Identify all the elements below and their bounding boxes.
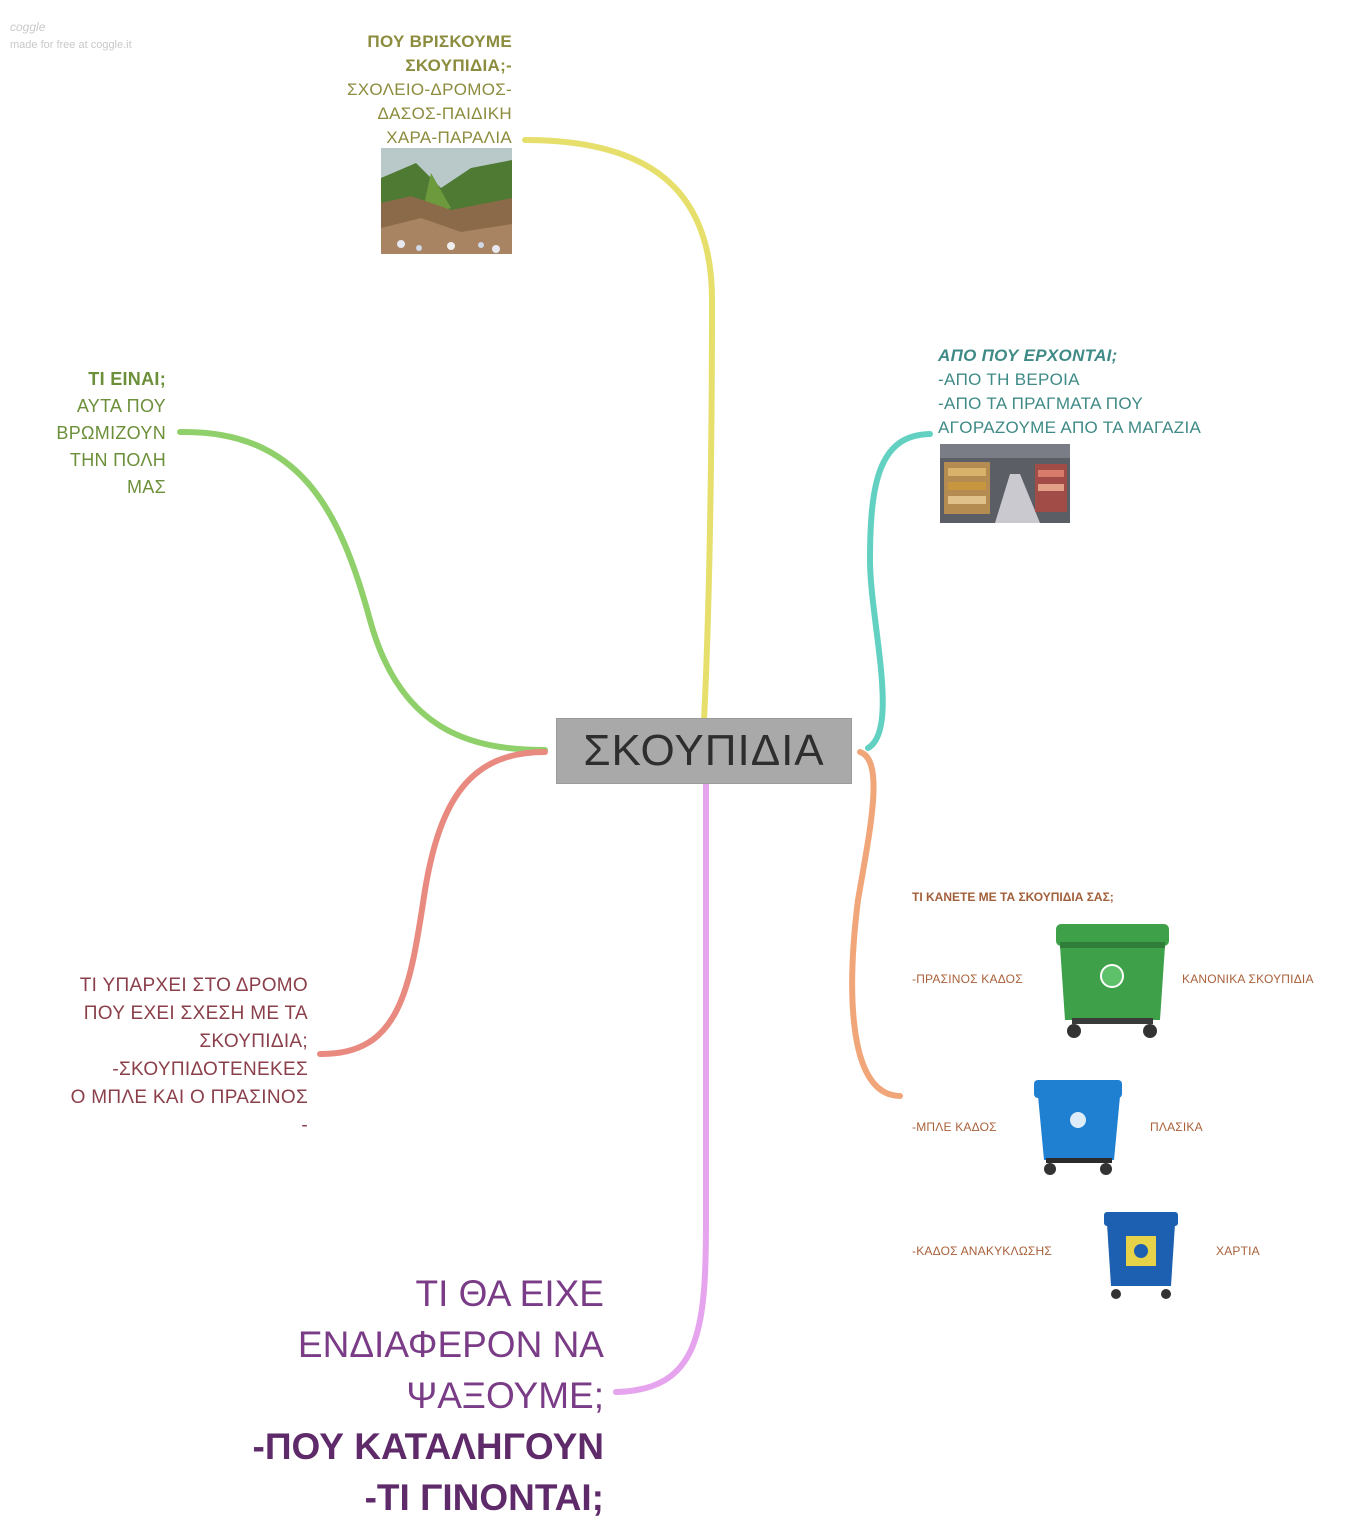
- node-line: ΨΑΞΟΥΜΕ;: [406, 1375, 604, 1416]
- node-what-to-research[interactable]: ΤΙ ΘΑ ΕΙΧΕ ΕΝΔΙΑΦΕΡΟΝ ΝΑ ΨΑΞΟΥΜΕ; -ΠΟΥ Κ…: [190, 1268, 604, 1523]
- node-what-exists-on-street[interactable]: ΤΙ ΥΠΑΡΧΕΙ ΣΤΟ ΔΡΟΜΟ ΠΟΥ ΕΧΕΙ ΣΧΕΣΗ ΜΕ Τ…: [20, 972, 308, 1140]
- node-line-bold: -ΠΟΥ ΚΑΤΑΛΗΓΟΥΝ: [252, 1426, 604, 1467]
- node-line: ΒΡΩΜΙΖΟΥΝ: [56, 423, 166, 443]
- node-line: ΣΚΟΥΠΙΔΙΑ;: [199, 1031, 308, 1052]
- branch-right: [865, 431, 933, 751]
- node-line: -: [301, 1115, 308, 1136]
- node-line: ΠΟΥ ΕΧΕΙ ΣΧΕΣΗ ΜΕ ΤΑ: [83, 1003, 308, 1024]
- node-line-bold: -ΤΙ ΓΙΝΟΝΤΑΙ;: [364, 1477, 604, 1518]
- branch-left: [177, 428, 548, 753]
- green-bin-icon: [1050, 918, 1175, 1043]
- node-line: ΑΥΤΑ ΠΟΥ: [76, 396, 166, 416]
- bin-label-green: -ΠΡΑΣΙΝΟΣ ΚΑΔΟΣ: [912, 972, 1023, 986]
- node-line: -ΑΠΟ ΤΑ ΠΡΑΓΜΑΤΑ ΠΟΥ: [938, 394, 1143, 413]
- node-title: ΤΙ ΕΙΝΑΙ;: [88, 369, 166, 389]
- watermark-logo: coggle: [10, 20, 46, 34]
- node-where-they-come-from[interactable]: ΑΠΟ ΠΟΥ ΕΡΧΟΝΤΑΙ; -ΑΠΟ ΤΗ ΒΕΡΟΙΑ -ΑΠΟ ΤΑ…: [938, 344, 1258, 440]
- central-topic-label: ΣΚΟΥΠΙΔΙΑ: [583, 726, 825, 775]
- bin-label-recycling: -ΚΑΔΟΣ ΑΝΑΚΥΚΛΩΣΗΣ: [912, 1244, 1052, 1258]
- node-line: ΔΑΣΟΣ-ΠΑΙΔΙΚΗ: [377, 104, 512, 123]
- node-line: ΤΗΝ ΠΟΛΗ: [69, 450, 166, 470]
- branch-lower-right: [849, 749, 903, 1099]
- bin-label-blue: -ΜΠΛΕ ΚΑΔΟΣ: [912, 1120, 997, 1134]
- node-line: -ΣΚΟΥΠΙΔΟΤΕΝΕΚΕΣ: [112, 1059, 308, 1080]
- bin-purpose-blue: ΠΛΑΣΙΚΑ: [1150, 1120, 1203, 1134]
- recycling-bin-icon: [1102, 1210, 1180, 1300]
- supermarket-photo: [940, 444, 1070, 523]
- node-title: ΑΠΟ ΠΟΥ ΕΡΧΟΝΤΑΙ;: [938, 346, 1118, 365]
- node-line: ΧΑΡΑ-ΠΑΡΑΛΙΑ: [386, 128, 512, 147]
- bin-purpose-recycling: ΧΑΡΤΙΑ: [1216, 1244, 1260, 1258]
- node-line: ΣΧΟΛΕΙΟ-ΔΡΟΜΟΣ-: [346, 80, 512, 99]
- branch-top: [522, 137, 716, 723]
- central-topic[interactable]: ΣΚΟΥΠΙΔΙΑ: [556, 718, 852, 784]
- node-line: -ΑΠΟ ΤΗ ΒΕΡΟΙΑ: [938, 370, 1080, 389]
- node-title: ΠΟΥ ΒΡΙΣΚΟΥΜΕ ΣΚΟΥΠΙΔΙΑ;-: [367, 32, 512, 75]
- bin-purpose-green: ΚΑΝΟΝΙΚΑ ΣΚΟΥΠΙΔΙΑ: [1182, 972, 1314, 986]
- branch-bottom: [613, 781, 710, 1395]
- node-line: ΤΙ ΘΑ ΕΙΧΕ: [415, 1273, 604, 1314]
- node-where-we-find-trash[interactable]: ΠΟΥ ΒΡΙΣΚΟΥΜΕ ΣΚΟΥΠΙΔΙΑ;- ΣΧΟΛΕΙΟ-ΔΡΟΜΟΣ…: [330, 30, 512, 150]
- node-line: ΜΑΣ: [126, 477, 166, 497]
- blue-bin-icon: [1030, 1076, 1126, 1178]
- node-what-you-do-with-trash[interactable]: ΤΙ ΚΑΝΕΤΕ ΜΕ ΤΑ ΣΚΟΥΠΙΔΙΑ ΣΑΣ;: [912, 890, 1114, 904]
- node-line: Ο ΜΠΛΕ ΚΑΙ Ο ΠΡΑΣΙΝΟΣ: [70, 1087, 308, 1108]
- branch-lower-left: [317, 749, 548, 1058]
- coggle-watermark: coggle made for free at coggle.it: [10, 18, 132, 55]
- watermark-caption: made for free at coggle.it: [10, 39, 132, 52]
- node-line: ΤΙ ΥΠΑΡΧΕΙ ΣΤΟ ΔΡΟΜΟ: [79, 975, 308, 996]
- node-line: ΕΝΔΙΑΦΕΡΟΝ ΝΑ: [297, 1324, 604, 1365]
- node-line: ΑΓΟΡΑΖΟΥΜΕ ΑΠΟ ΤΑ ΜΑΓΑΖΙΑ: [938, 418, 1202, 437]
- node-what-is-it[interactable]: ΤΙ ΕΙΝΑΙ; ΑΥΤΑ ΠΟΥ ΒΡΩΜΙΖΟΥΝ ΤΗΝ ΠΟΛΗ ΜΑ…: [30, 366, 166, 501]
- landfill-photo: [381, 148, 512, 254]
